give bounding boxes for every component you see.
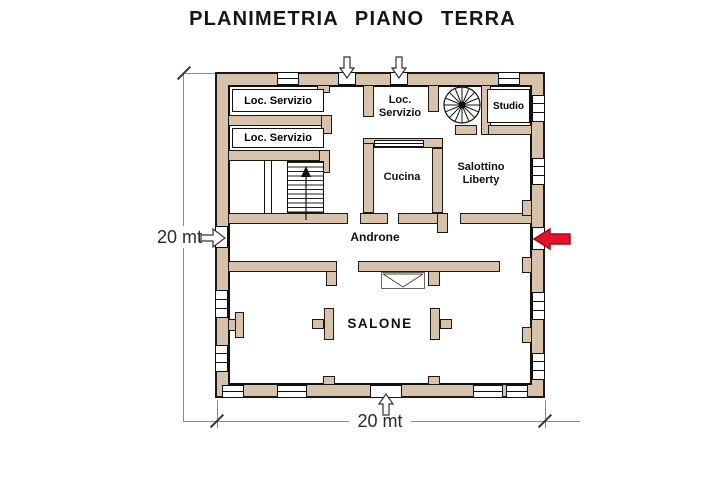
- window: [277, 72, 299, 85]
- entrance-arrow-up-icon: [378, 392, 394, 416]
- wall: [460, 213, 532, 224]
- page-title: PLANIMETRIA PIANO TERRA: [189, 8, 516, 30]
- room-label-cucina: Cucina: [383, 170, 421, 183]
- room-label-loc-servizio-mid: Loc. Servizio: [378, 94, 422, 119]
- window: [532, 158, 545, 185]
- salone-pillar: [312, 319, 324, 329]
- room-label-salottino: Salottino Liberty: [457, 161, 505, 186]
- wall: [437, 213, 448, 233]
- pass-through-symbol: [374, 140, 424, 147]
- room-label: Loc. Servizio: [244, 132, 312, 144]
- double-door-symbol: [381, 272, 425, 289]
- pilaster: [228, 319, 236, 331]
- wall: [228, 150, 330, 161]
- salone-pillar: [324, 308, 334, 340]
- stair-direction-icon: [301, 166, 311, 220]
- wall: [363, 85, 374, 117]
- wall: [360, 213, 388, 224]
- room-loc-servizio-2: Loc. Servizio: [232, 128, 324, 148]
- window: [498, 72, 520, 85]
- pilaster: [522, 257, 532, 273]
- stair-landing-line: [264, 161, 272, 213]
- pilaster: [522, 200, 532, 216]
- wall: [326, 271, 337, 286]
- wall: [228, 115, 332, 126]
- salone-pillar: [430, 308, 440, 340]
- window: [215, 345, 228, 372]
- dimension-extension-right: [545, 400, 546, 428]
- wall: [488, 125, 532, 135]
- window: [506, 385, 528, 398]
- salone-pillar: [440, 319, 452, 329]
- dimension-line-top-extension: [183, 73, 216, 74]
- window: [532, 292, 545, 320]
- wall: [428, 85, 439, 112]
- room-label: Studio: [492, 100, 525, 112]
- red-entrance-arrow-icon: [532, 227, 571, 251]
- window: [473, 385, 503, 398]
- window: [215, 290, 228, 318]
- room-label-salone: SALONE: [347, 316, 413, 332]
- pilaster: [428, 376, 440, 385]
- window: [532, 353, 545, 380]
- spiral-stair-icon: [443, 86, 481, 124]
- room-studio: Studio: [487, 89, 530, 123]
- room-loc-servizio-1: Loc. Servizio: [232, 89, 324, 112]
- dimension-label-bottom: 20 mt: [349, 410, 411, 432]
- wall: [363, 143, 374, 213]
- dimension-label-left: 20 mt: [146, 226, 202, 248]
- wall: [321, 115, 332, 134]
- window: [222, 385, 244, 398]
- entrance-arrow-down-icon: [391, 56, 407, 80]
- wall: [432, 148, 443, 213]
- window: [277, 385, 307, 398]
- pilaster: [522, 327, 532, 343]
- entrance-arrow-down-icon: [339, 56, 355, 80]
- wall: [455, 125, 477, 135]
- pilaster: [235, 312, 244, 338]
- room-label-androne: Androne: [350, 230, 400, 245]
- wall: [228, 261, 337, 272]
- entrance-arrow-right-icon: [200, 228, 226, 248]
- dimension-extension-left: [217, 400, 218, 428]
- wall: [228, 213, 348, 224]
- wall: [428, 271, 440, 286]
- room-label: Loc. Servizio: [244, 94, 312, 107]
- window: [532, 95, 545, 122]
- pilaster: [323, 376, 335, 385]
